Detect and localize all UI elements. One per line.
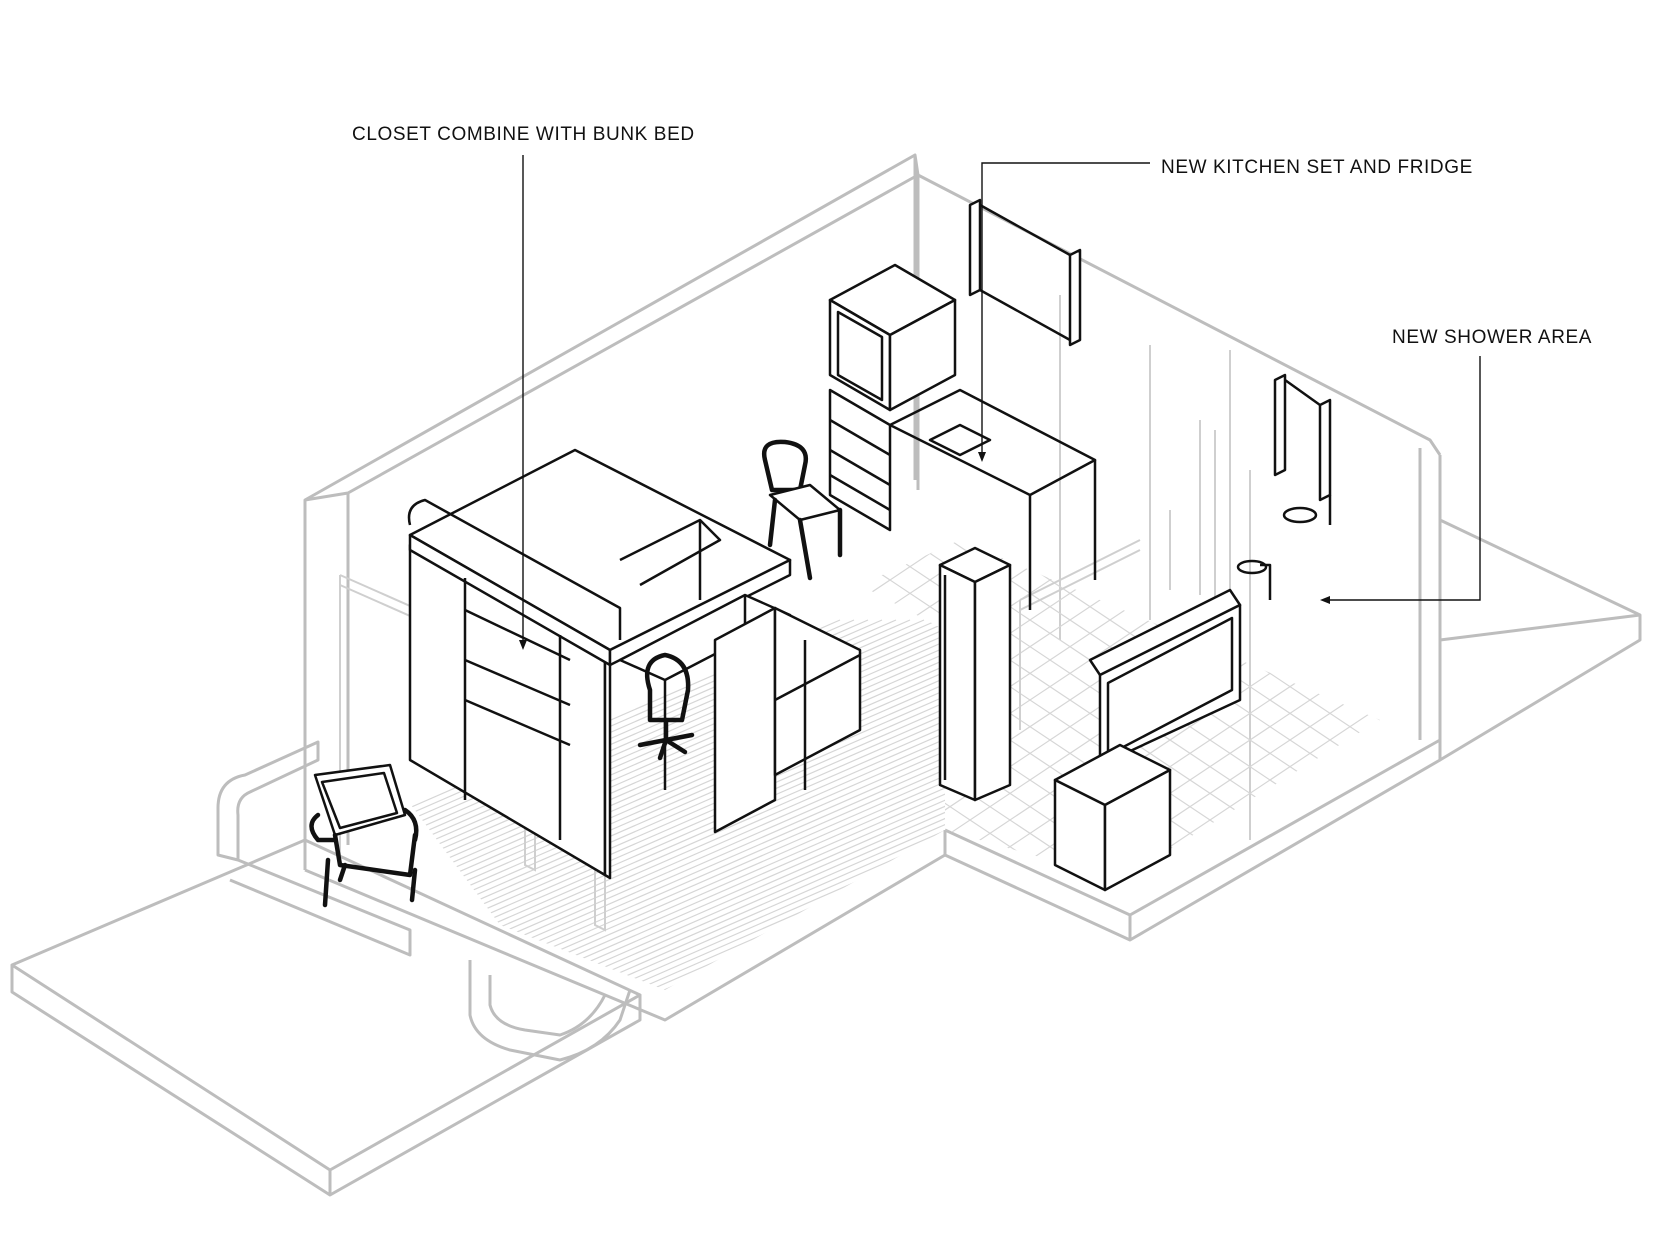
kitchen-upper-cabinet bbox=[968, 198, 1082, 347]
label-shower-area: NEW SHOWER AREA bbox=[1392, 327, 1593, 348]
label-closet-bunk-bed: CLOSET COMBINE WITH BUNK BED bbox=[352, 124, 695, 145]
kitchen-set bbox=[828, 263, 1097, 610]
tall-cabinet bbox=[938, 546, 1012, 802]
bunk-bed-closet bbox=[407, 448, 792, 880]
wardrobe bbox=[713, 606, 862, 834]
washing-machine bbox=[1053, 743, 1172, 892]
shower-fixture bbox=[1236, 559, 1272, 600]
lounge-chair bbox=[309, 763, 419, 908]
side-chair bbox=[761, 439, 843, 581]
bath-window bbox=[1273, 373, 1332, 525]
office-chair bbox=[637, 652, 695, 761]
bath-mirror bbox=[1088, 588, 1242, 767]
room-walls bbox=[303, 153, 1642, 1022]
label-kitchen-fridge: NEW KITCHEN SET AND FRIDGE bbox=[1161, 157, 1473, 178]
callout-leaders bbox=[519, 155, 1481, 650]
